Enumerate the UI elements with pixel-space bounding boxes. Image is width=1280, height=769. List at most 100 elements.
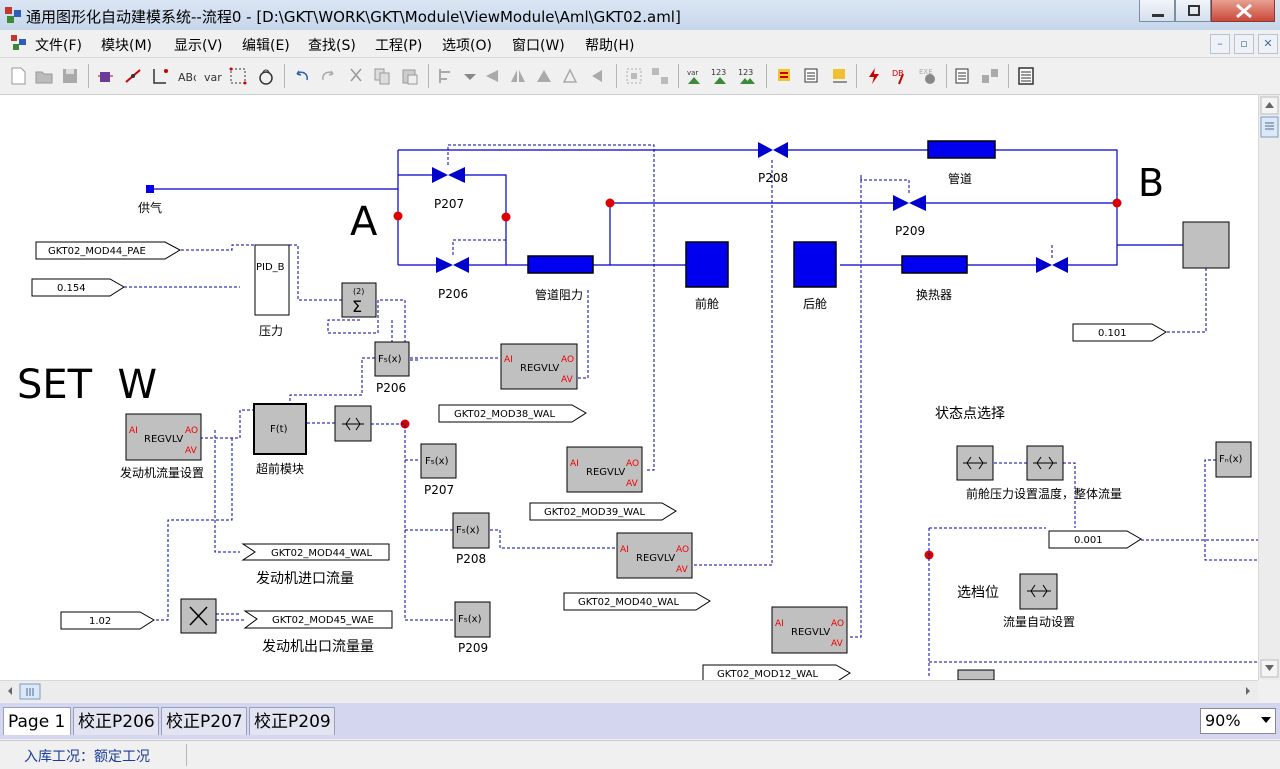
close-button[interactable]: [1211, 0, 1275, 22]
fx-block-p206[interactable]: F₅(x): [374, 341, 410, 377]
doc-icon[interactable]: [10, 34, 28, 52]
menu-help[interactable]: 帮助(H): [585, 38, 635, 54]
menu-find[interactable]: 查找(S): [308, 38, 356, 54]
svg-text:AI: AI: [504, 355, 513, 365]
zoom-select[interactable]: 90%: [1200, 708, 1276, 734]
line-tool-icon[interactable]: [150, 66, 170, 86]
tab-calib-p206[interactable]: 校正P206: [73, 707, 159, 735]
menu-project[interactable]: 工程(P): [375, 38, 423, 54]
menu-window[interactable]: 窗口(W): [512, 38, 565, 54]
valve-p209[interactable]: [893, 195, 926, 211]
connect-icon[interactable]: [123, 66, 143, 86]
redo-icon[interactable]: [318, 66, 338, 86]
chart-icon[interactable]: [830, 66, 850, 86]
new-file-icon[interactable]: [8, 66, 28, 86]
minimize-button[interactable]: [1139, 0, 1175, 22]
exe-icon[interactable]: EXE: [918, 66, 938, 86]
gray-block[interactable]: [1182, 221, 1230, 269]
switch-block-4[interactable]: [1019, 573, 1058, 610]
mdi-minimize-button[interactable]: –: [1210, 34, 1230, 54]
var-insert-icon[interactable]: var: [684, 66, 704, 86]
undo-icon[interactable]: [292, 66, 312, 86]
svg-text:AO: AO: [626, 459, 639, 469]
var-icon[interactable]: var: [202, 66, 222, 86]
module-insert-icon[interactable]: [96, 66, 116, 86]
regvlv-block-5[interactable]: AI AO AV REGVLV: [771, 606, 848, 654]
menu-edit[interactable]: 编辑(E): [242, 38, 290, 54]
rear-chamber[interactable]: [793, 241, 837, 288]
debug-icon[interactable]: DB: [891, 66, 911, 86]
sum-block[interactable]: [341, 282, 377, 318]
label-p206-valve: P206: [438, 287, 468, 301]
save-icon[interactable]: [60, 66, 80, 86]
svg-text:AV: AV: [185, 446, 198, 456]
valve-p208[interactable]: [758, 142, 788, 158]
mdi-restore-button[interactable]: ▫: [1234, 34, 1254, 54]
partial-block[interactable]: [957, 669, 995, 680]
fx-block-p209[interactable]: F₅(x): [454, 601, 491, 638]
flag-icon[interactable]: [774, 66, 794, 86]
open-folder-icon[interactable]: [34, 66, 54, 86]
diagram-canvas[interactable]: PID_B (2) Σ F₅(x) F₅(x) F₅(x) F₅(x) Fₙ(x…: [0, 95, 1258, 680]
regvlv-block-1[interactable]: AI AO AV REGVLV: [125, 413, 202, 461]
menu-file[interactable]: 文件(F): [35, 38, 82, 54]
align-left-icon[interactable]: [436, 66, 456, 86]
regvlv-block-3[interactable]: AI AO AV REGVLV: [566, 446, 643, 493]
properties-icon[interactable]: [952, 66, 972, 86]
gas-source[interactable]: [146, 185, 154, 193]
fnx-block[interactable]: Fₙ(x): [1215, 441, 1252, 478]
switch-block-3[interactable]: [1026, 445, 1064, 481]
ft-block[interactable]: F(t): [253, 403, 307, 455]
ungroup-icon[interactable]: [650, 66, 670, 86]
flip-vertical-icon[interactable]: [534, 66, 554, 86]
fx-block-p207[interactable]: F₅(x): [420, 443, 457, 479]
vertical-scrollbar[interactable]: [1258, 95, 1280, 680]
maximize-button[interactable]: [1175, 0, 1211, 22]
svg-text:F₅(x): F₅(x): [425, 456, 449, 467]
regvlv-block-2[interactable]: AI AO AV REGVLV: [500, 343, 578, 390]
tag-mod44-pae-text: GKT02_MOD44_PAE: [48, 246, 146, 257]
pipe-top[interactable]: [927, 140, 996, 159]
multiply-block[interactable]: [180, 598, 217, 634]
cut-icon[interactable]: [346, 66, 366, 86]
tag-mod39-text: GKT02_MOD39_WAL: [544, 507, 645, 518]
mdi-close-button[interactable]: ✕: [1258, 34, 1278, 54]
list-view-icon[interactable]: [1016, 66, 1036, 86]
valve-p206[interactable]: [436, 257, 469, 273]
align-dropdown-icon[interactable]: [460, 66, 480, 86]
rotate-left-icon[interactable]: [560, 66, 580, 86]
horizontal-scrollbar[interactable]: [0, 680, 1258, 702]
heat-exchanger[interactable]: [901, 255, 968, 274]
text-tool-icon[interactable]: ABc: [176, 66, 196, 86]
valve-p207[interactable]: [432, 167, 465, 183]
menu-view[interactable]: 显示(V): [174, 38, 223, 54]
run-icon[interactable]: [864, 66, 884, 86]
pid-block[interactable]: [254, 244, 290, 316]
regvlv-block-4[interactable]: AI AO AV REGVLV: [616, 532, 693, 579]
group-icon[interactable]: [624, 66, 644, 86]
lock-icon[interactable]: [256, 66, 276, 86]
rotate-right-icon[interactable]: [588, 66, 608, 86]
align-right-icon[interactable]: [482, 66, 502, 86]
flip-horizontal-icon[interactable]: [508, 66, 528, 86]
num-table-icon[interactable]: 123: [737, 66, 757, 86]
svg-text:AI: AI: [570, 459, 579, 469]
copy-icon[interactable]: [372, 66, 392, 86]
switch-block-1[interactable]: [334, 405, 372, 442]
layout-icon[interactable]: [980, 66, 1000, 86]
valve-right[interactable]: [1036, 257, 1068, 273]
select-region-icon[interactable]: [228, 66, 248, 86]
tab-page-1[interactable]: Page 1: [3, 707, 71, 735]
front-chamber[interactable]: [685, 241, 729, 288]
num-insert-icon[interactable]: 123: [710, 66, 730, 86]
tab-calib-p207[interactable]: 校正P207: [161, 707, 247, 735]
menu-options[interactable]: 选项(O): [442, 38, 492, 54]
status-bar: 入库工况：额定工况: [0, 740, 1280, 769]
paste-icon[interactable]: [400, 66, 420, 86]
switch-block-2[interactable]: [956, 445, 994, 481]
tab-calib-p209[interactable]: 校正P209: [249, 707, 335, 735]
data-table-icon[interactable]: [802, 66, 822, 86]
fx-block-p208[interactable]: F₅(x): [452, 512, 490, 549]
pipe-resistance[interactable]: [527, 255, 594, 274]
menu-module[interactable]: 模块(M): [101, 38, 153, 54]
